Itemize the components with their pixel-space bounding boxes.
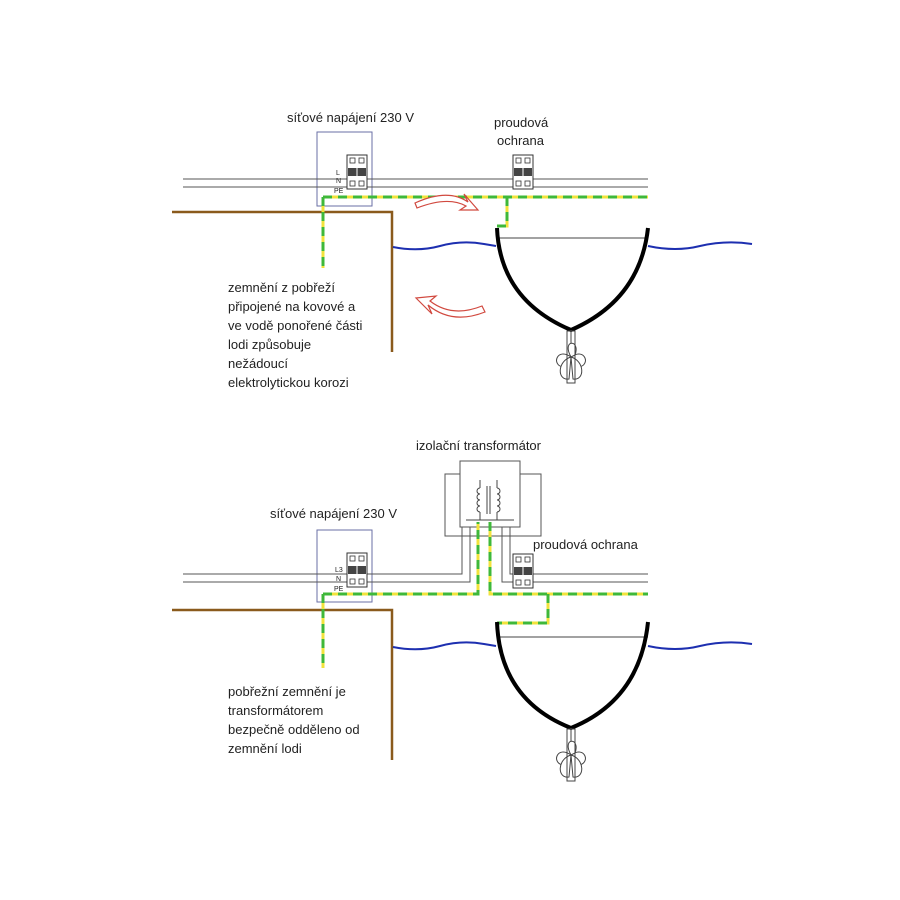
bottom-note-line: zemnění lodi: [228, 741, 302, 756]
transformer-label: izolační transformátor: [416, 438, 542, 453]
bottom-rcd-label: proudová ochrana: [533, 537, 639, 552]
bottom-note-line: pobřežní zemnění je: [228, 684, 346, 699]
top-rcd-label-line2: ochrana: [497, 133, 545, 148]
top-supply-breaker: [346, 154, 368, 190]
top-current-arrow-right: [414, 193, 480, 211]
bottom-wiring: [183, 527, 648, 583]
top-supply-label: síťové napájení 230 V: [287, 110, 414, 125]
bottom-terminal-n: N: [336, 576, 341, 583]
bottom-shore: [172, 608, 394, 760]
top-terminal-pe: PE: [334, 188, 344, 195]
top-water-left: [392, 241, 497, 251]
top-note-line: elektrolytickou korozi: [228, 375, 349, 390]
top-terminal-n: N: [336, 178, 341, 185]
top-note-line: nežádoucí: [228, 356, 288, 371]
top-rcd-breaker: [512, 154, 534, 190]
top-note-line: ve vodě ponořené části: [228, 318, 363, 333]
bottom-boat-hull: [495, 621, 650, 731]
top-current-arrow-left: [414, 295, 486, 318]
bottom-note-line: bezpečně odděleno od: [228, 722, 360, 737]
bottom-supply-breaker: [346, 552, 368, 588]
top-boat-hull: [495, 227, 650, 333]
bottom-supply-label: síťové napájení 230 V: [270, 506, 397, 521]
bottom-water-left: [392, 641, 497, 651]
transformer-coil-icon: [466, 480, 514, 521]
bottom-rcd-breaker: [512, 553, 534, 589]
top-note-line: lodi způsobuje: [228, 337, 311, 352]
bottom-note-line: transformátorem: [228, 703, 323, 718]
top-shore: [172, 210, 394, 352]
top-rcd-label-line1: proudová: [494, 115, 549, 130]
bottom-pe-boat: [488, 522, 648, 625]
top-diagram: L N PE síťové napájení 230 V proudová oc…: [172, 110, 753, 390]
top-terminal-l: L: [336, 170, 340, 177]
top-pe-conductor: [321, 195, 648, 268]
bottom-terminal-l3: L3: [335, 567, 343, 574]
bottom-pe-shore: [321, 522, 480, 668]
bottom-terminal-pe: PE: [334, 586, 344, 593]
bottom-water-right: [647, 641, 753, 650]
top-note-line: připojené na kovové a: [228, 299, 356, 314]
bottom-diagram: L3 N PE izolační transformátor síťové na…: [172, 438, 753, 782]
top-note-line: zemnění z pobřeží: [228, 280, 335, 295]
top-water-right: [647, 241, 753, 250]
